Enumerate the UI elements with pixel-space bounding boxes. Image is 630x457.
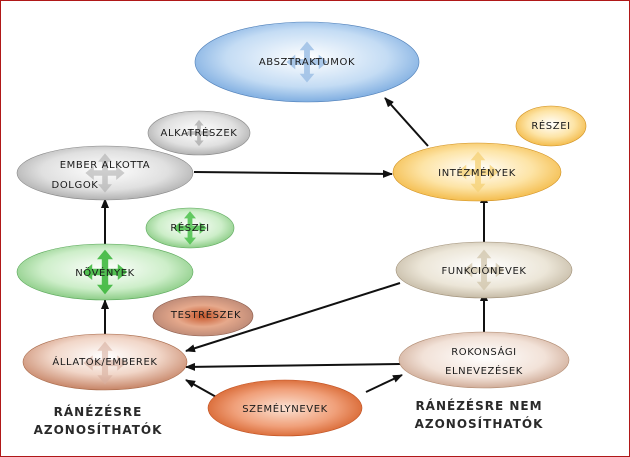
label-ember-alkotta-line1: EMBER ALKOTTA [60, 160, 150, 171]
label-testreszek: TESTRÉSZEK [170, 308, 241, 321]
label-ember-alkotta-line2: DOLGOK [52, 180, 99, 191]
caption-right-line2: AZONOSÍTHATÓK [415, 416, 544, 431]
caption-left-line1: RÁNÉZÉSRE [54, 404, 143, 419]
node-reszei-orange: RÉSZEI [515, 105, 587, 147]
label-rokonsagi-line2: ELNEVEZÉSEK [445, 364, 523, 377]
label-funkcionevek: FUNKCIÓNEVEK [441, 264, 526, 277]
label-reszei-orange: RÉSZEI [531, 119, 570, 132]
node-ember-alkotta-dolgok: EMBER ALKOTTA DOLGOK [16, 145, 194, 201]
label-reszei-green: RÉSZEI [170, 221, 209, 234]
arrow-szemelynevek-to-rokonsagi [365, 374, 403, 393]
node-szemelynevek: SZEMÉLYNEVEK [207, 379, 363, 437]
node-testreszek: TESTRÉSZEK [152, 295, 254, 337]
arrow-funkcionevek-to-allatok [185, 282, 401, 353]
node-reszei-green: RÉSZEI [145, 207, 235, 249]
arrow-ember-alkotta-to-intezmenyek [193, 169, 393, 178]
node-novenyek: NÖVÉNYEK [16, 243, 194, 301]
label-rokonsagi-line1: ROKONSÁGI [451, 345, 516, 358]
label-alkatreszek: ALKATRÉSZEK [161, 126, 238, 139]
label-intezmenyek: INTÉZMÉNYEK [438, 166, 516, 179]
node-rokonsagi-elnevezesek: ROKONSÁGI ELNEVEZÉSEK [398, 331, 570, 389]
caption-left-line2: AZONOSÍTHATÓK [34, 422, 163, 437]
arrow-rokonsagi-to-allatok [185, 362, 401, 371]
label-szemelynevek: SZEMÉLYNEVEK [242, 402, 328, 415]
caption-right: RÁNÉZÉSRE NEM AZONOSÍTHATÓK [415, 398, 544, 431]
node-funkcionevek: FUNKCIÓNEVEK [395, 241, 573, 299]
node-alkatreszek: ALKATRÉSZEK [147, 110, 251, 156]
node-allatok-emberek: ÁLLATOK/EMBEREK [22, 333, 188, 391]
caption-left: RÁNÉZÉSRE AZONOSÍTHATÓK [34, 404, 163, 437]
node-intezmenyek: INTÉZMÉNYEK [392, 142, 562, 202]
arrow-intezmenyek-to-absztraktumok [384, 97, 429, 147]
caption-right-line1: RÁNÉZÉSRE NEM [415, 398, 542, 413]
label-allatok-emberek: ÁLLATOK/EMBEREK [52, 355, 157, 368]
label-absztraktumok: ABSZTRAKTUMOK [259, 57, 355, 68]
arrows [101, 97, 488, 399]
arrow-szemelynevek-to-allatok [185, 379, 219, 399]
label-novenyek: NÖVÉNYEK [75, 266, 135, 279]
node-absztraktumok: ABSZTRAKTUMOK [194, 21, 420, 103]
